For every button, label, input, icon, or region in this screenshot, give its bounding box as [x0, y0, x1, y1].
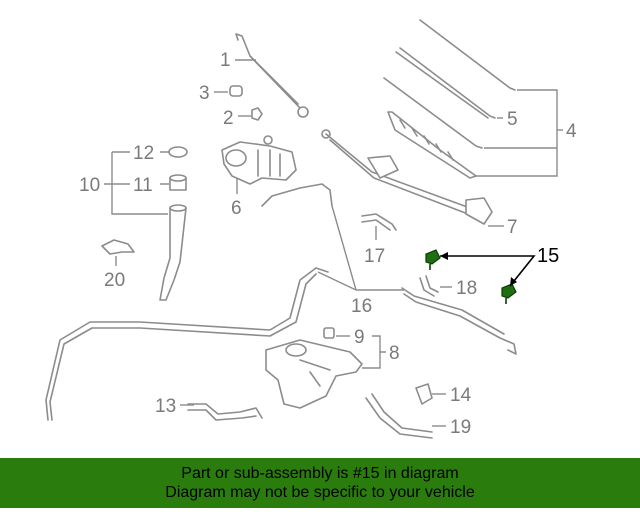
callout-20: 20 [104, 270, 125, 291]
leader-8-bracket [362, 335, 386, 369]
callout-8: 8 [389, 343, 400, 364]
leader-15 [440, 255, 536, 287]
part-15-washer-nozzle[interactable] [425, 249, 517, 304]
part-13-washer-hose[interactable] [187, 403, 263, 421]
part-12-filler-cap[interactable] [168, 146, 188, 158]
part-3-cap[interactable] [229, 85, 243, 97]
callout-6: 6 [231, 198, 242, 219]
callout-7: 7 [507, 217, 518, 238]
leader-15-arrows [440, 252, 517, 286]
callout-14: 14 [450, 385, 472, 406]
part-4-wiper-blade-set[interactable] [383, 19, 516, 179]
callout-16: 16 [351, 296, 372, 317]
callout-3: 3 [199, 83, 210, 104]
callout-15: 15 [537, 245, 559, 267]
callout-13: 13 [155, 396, 176, 417]
part-9-washer-pump[interactable] [323, 327, 335, 339]
part-1-wiper-arm[interactable] [235, 33, 309, 118]
info-banner: Part or sub-assembly is #15 in diagram D… [0, 458, 640, 508]
leader-10-bracket [111, 152, 168, 215]
banner-line-1: Part or sub-assembly is #15 in diagram [181, 465, 459, 482]
part-10-filler-neck[interactable] [159, 204, 187, 301]
callout-5: 5 [507, 109, 518, 130]
part-7-wiper-linkage[interactable] [321, 129, 493, 225]
callout-9: 9 [354, 327, 365, 348]
part-20-clip[interactable] [101, 239, 135, 255]
part-17-hose-connector[interactable] [361, 213, 397, 231]
banner-line-2: Diagram may not be specific to your vehi… [165, 484, 475, 501]
callout-17: 17 [364, 246, 385, 267]
part-19-hose[interactable] [365, 393, 433, 439]
leader-4-bracket [476, 89, 558, 177]
part-8-washer-reservoir[interactable] [265, 339, 363, 409]
part-2-nut[interactable] [251, 107, 263, 121]
callout-10: 10 [79, 175, 100, 196]
part-16-washer-hose[interactable] [45, 183, 517, 421]
parts-diagram: 1 3 2 4 5 [45, 19, 577, 439]
part-18-hose-elbow[interactable] [419, 275, 439, 297]
part-11-filler-seal[interactable] [169, 174, 187, 191]
callout-12: 12 [133, 143, 154, 164]
callout-18: 18 [456, 278, 477, 299]
callout-11: 11 [133, 175, 153, 196]
part-6-wiper-motor[interactable] [221, 135, 297, 185]
callout-4: 4 [566, 121, 577, 142]
leader-16 [317, 205, 404, 291]
part-14-bracket[interactable] [415, 383, 433, 405]
callout-2: 2 [223, 108, 234, 129]
callout-1: 1 [220, 50, 231, 71]
callout-19: 19 [450, 417, 471, 438]
